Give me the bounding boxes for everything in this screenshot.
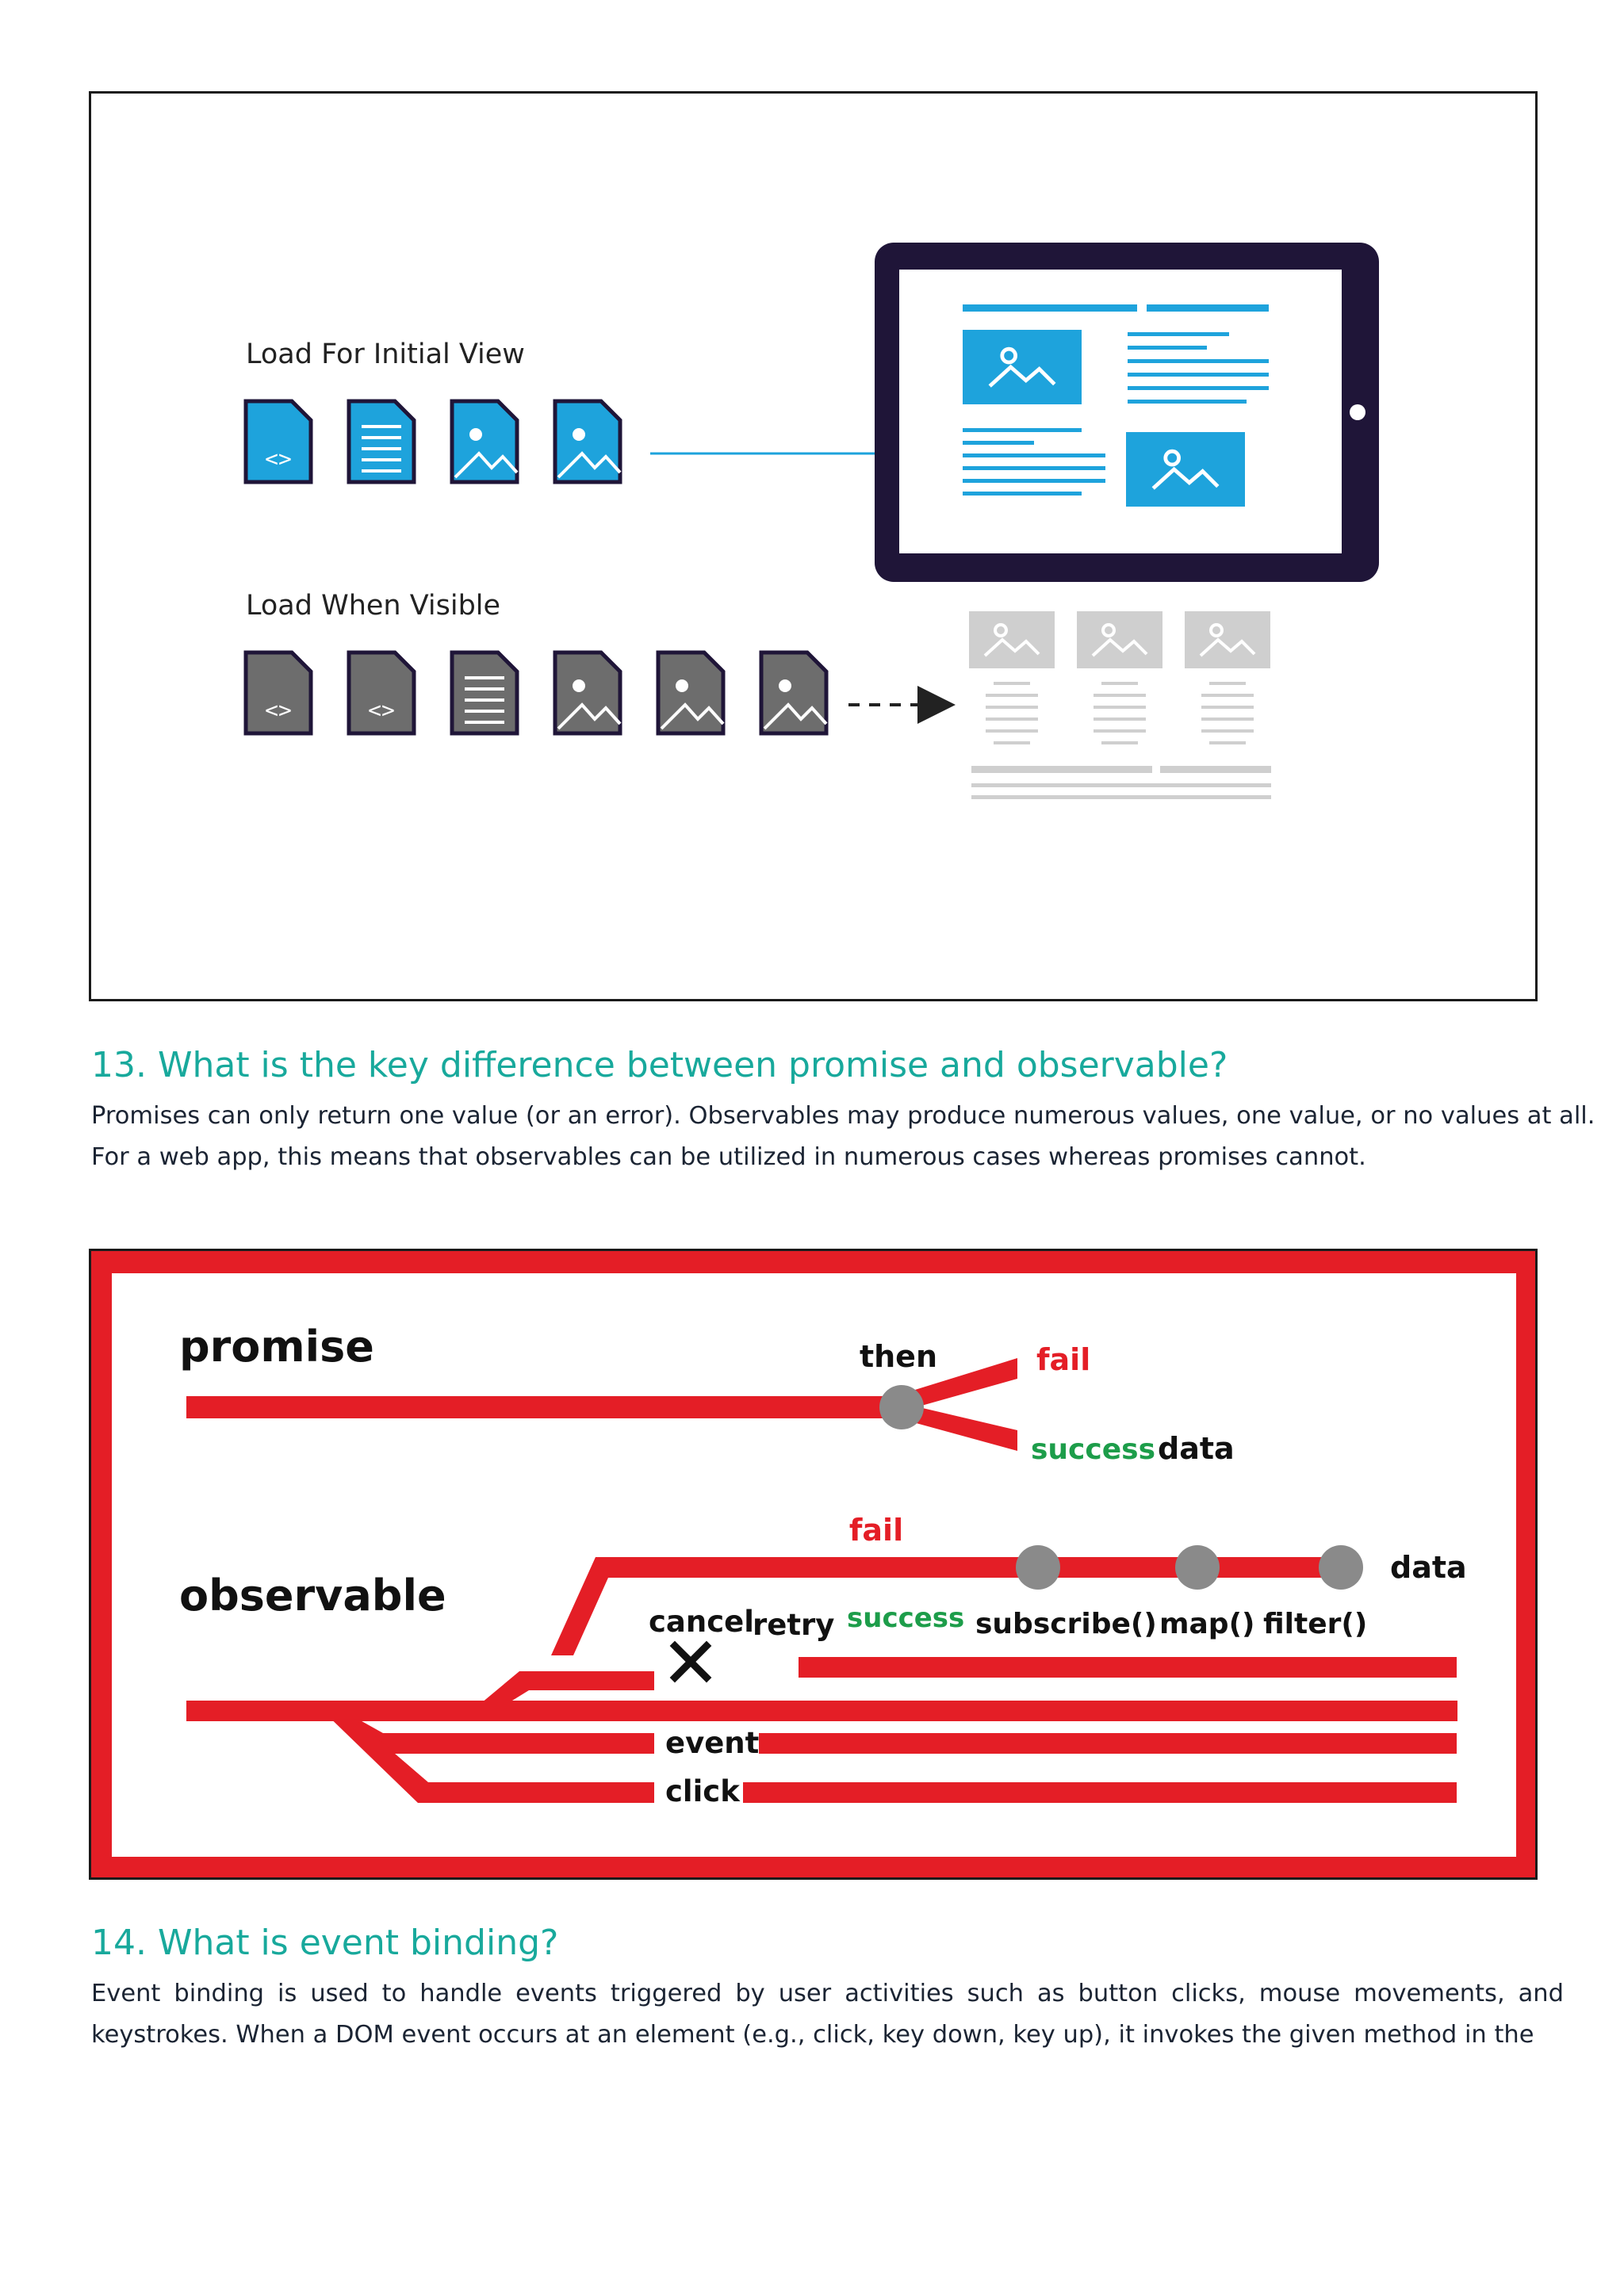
promise-fail-label: fail [1036, 1342, 1090, 1377]
tablet-device [875, 243, 1379, 582]
image-file-icon [759, 650, 829, 736]
when-visible-label: Load When Visible [246, 590, 500, 622]
section-14-paragraph: Event binding is used to handle events t… [91, 1973, 1564, 2056]
svg-text:<>: <> [265, 697, 292, 723]
cancel-x-icon [669, 1640, 712, 1683]
paragraph-line: Event binding is used to handle events t… [91, 1980, 1564, 2007]
image-file-icon [450, 399, 519, 484]
lazy-loading-figure: Load For Initial View <> [89, 91, 1538, 1001]
observable-data-label: data [1390, 1550, 1467, 1585]
promise-observable-diagram: promise then fail success data observabl… [91, 1251, 1535, 1877]
image-file-icon [656, 650, 726, 736]
event-label: event [665, 1726, 759, 1760]
code-file-icon: <> [243, 650, 313, 736]
subscribe-label: subscribe() [975, 1608, 1157, 1640]
code-file-icon: <> [243, 399, 313, 484]
paragraph-line: For a web app, this means that observabl… [91, 1143, 1366, 1171]
filter-node [1319, 1545, 1363, 1590]
promise-success-label: success [1031, 1433, 1155, 1466]
observable-fail-label: fail [849, 1513, 903, 1548]
code-file-icon: <> [347, 650, 416, 736]
promise-observable-figure: promise then fail success data observabl… [89, 1249, 1538, 1880]
promise-data-label: data [1158, 1431, 1235, 1466]
text-file-icon [450, 650, 519, 736]
section-13-paragraph: Promises can only return one value (or a… [91, 1096, 1595, 1178]
svg-text:<>: <> [368, 697, 395, 723]
map-label: map() [1159, 1608, 1254, 1640]
paragraph-line: Promises can only return one value (or a… [91, 1102, 1595, 1130]
paragraph-line: keystrokes. When a DOM event occurs at a… [91, 2021, 1534, 2049]
text-file-icon [347, 399, 416, 484]
then-label: then [860, 1339, 937, 1374]
image-file-icon [553, 650, 622, 736]
initial-view-label: Load For Initial View [246, 339, 525, 370]
section-14-heading: 14. What is event binding? [91, 1923, 559, 1963]
filter-label: filter() [1263, 1608, 1367, 1640]
promise-title: promise [179, 1322, 374, 1372]
then-node [879, 1385, 924, 1429]
lazy-loading-illustration: Load For Initial View <> [243, 243, 1379, 799]
click-label: click [665, 1774, 741, 1808]
section-13-heading: 13. What is the key difference between p… [91, 1045, 1228, 1085]
svg-text:<>: <> [265, 446, 292, 472]
subscribe-node [1016, 1545, 1060, 1590]
cancel-label: cancel [649, 1605, 754, 1639]
observable-success-label: success [847, 1602, 964, 1634]
image-file-icon [553, 399, 622, 484]
observable-title: observable [179, 1571, 446, 1621]
map-node [1175, 1545, 1220, 1590]
promise-line [186, 1396, 900, 1418]
placeholder-page [969, 611, 1271, 799]
retry-label: retry [753, 1608, 834, 1642]
